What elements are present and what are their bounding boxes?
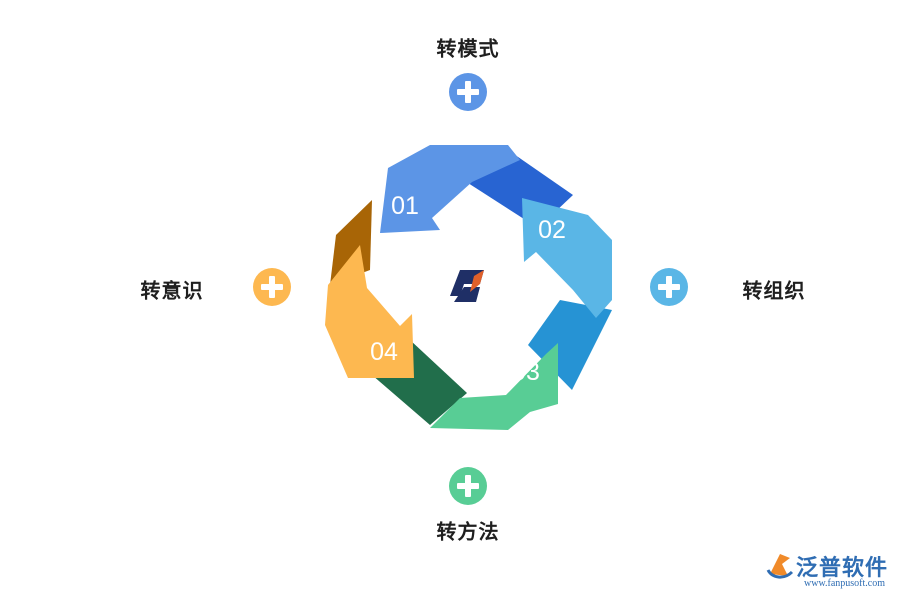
brand-logo-icon xyxy=(766,554,794,579)
step-number-04: 04 xyxy=(370,338,398,366)
arrow-03 xyxy=(430,343,558,430)
label-left: 转意识 xyxy=(140,278,204,303)
step-number-01: 01 xyxy=(391,192,419,220)
plus-icon-left[interactable] xyxy=(252,267,292,307)
label-right: 转组织 xyxy=(742,278,806,303)
step-number-02: 02 xyxy=(538,216,566,244)
segment-02-dark xyxy=(528,300,612,390)
step-number-03: 03 xyxy=(512,358,540,386)
label-bottom: 转方法 xyxy=(436,519,500,544)
center-logo-icon xyxy=(450,270,484,302)
watermark-url: www.fanpusoft.com xyxy=(804,578,886,589)
label-top: 转模式 xyxy=(436,36,500,61)
watermark: 泛普软件 www.fanpusoft.com xyxy=(766,548,896,594)
arrow-01 xyxy=(380,145,520,233)
plus-icon-top[interactable] xyxy=(448,72,488,112)
arrow-02 xyxy=(522,198,612,318)
arrow-04 xyxy=(325,245,414,378)
plus-icon-right[interactable] xyxy=(649,267,689,307)
watermark-name: 泛普软件 xyxy=(796,556,889,581)
plus-icon-bottom[interactable] xyxy=(448,466,488,506)
